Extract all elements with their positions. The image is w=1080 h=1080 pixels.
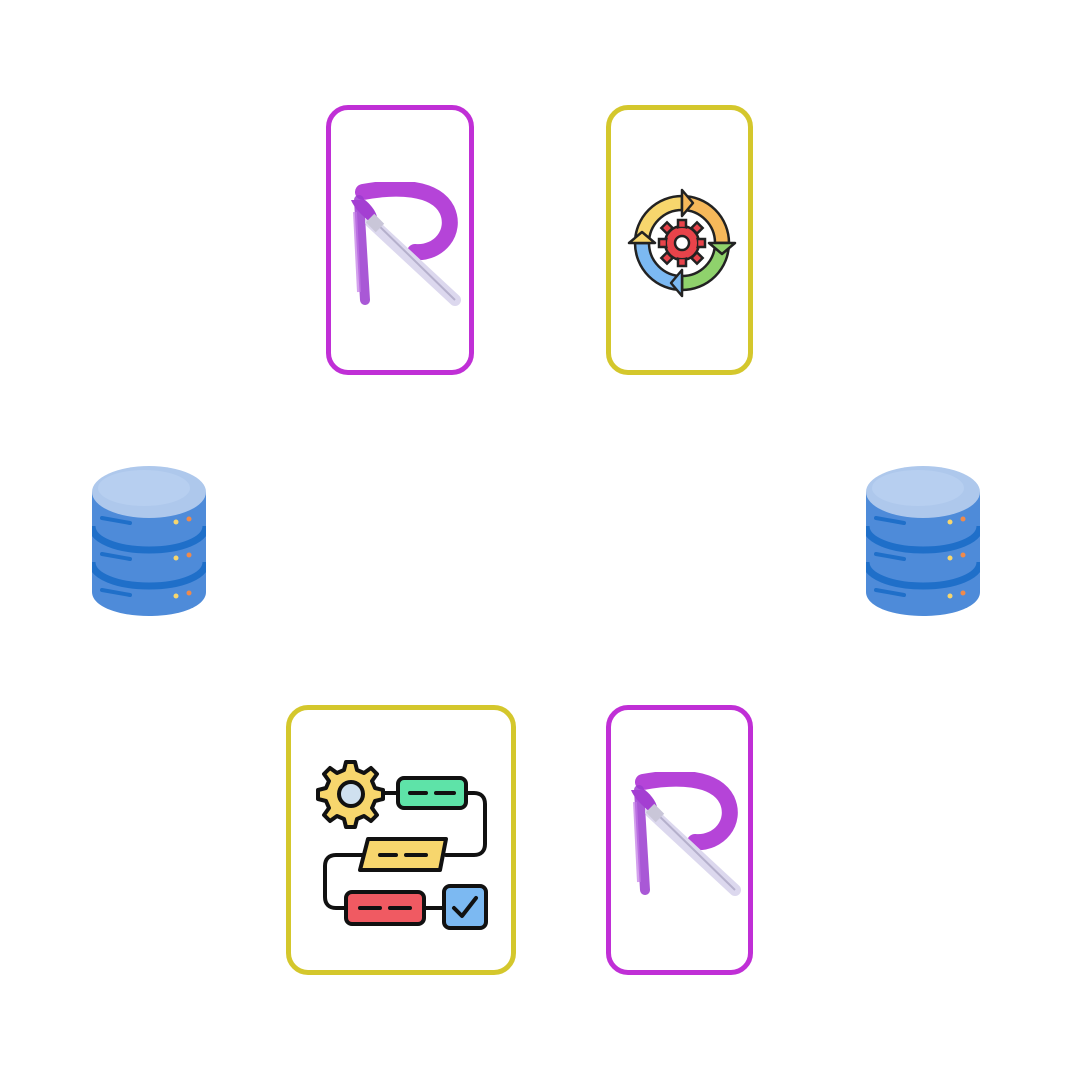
cycle-gear-icon (627, 188, 737, 298)
database-left[interactable] (92, 466, 206, 616)
workflow-process-icon (316, 760, 488, 930)
brush-r-logo-icon (631, 772, 741, 896)
brush-r-logo-icon (351, 182, 461, 306)
card-top-right[interactable] (606, 105, 753, 375)
database-icon (92, 466, 206, 616)
card-top-left[interactable] (326, 105, 474, 375)
card-bottom-right[interactable] (606, 705, 753, 975)
database-right[interactable] (866, 466, 980, 616)
card-bottom-left[interactable] (286, 705, 516, 975)
database-icon (866, 466, 980, 616)
